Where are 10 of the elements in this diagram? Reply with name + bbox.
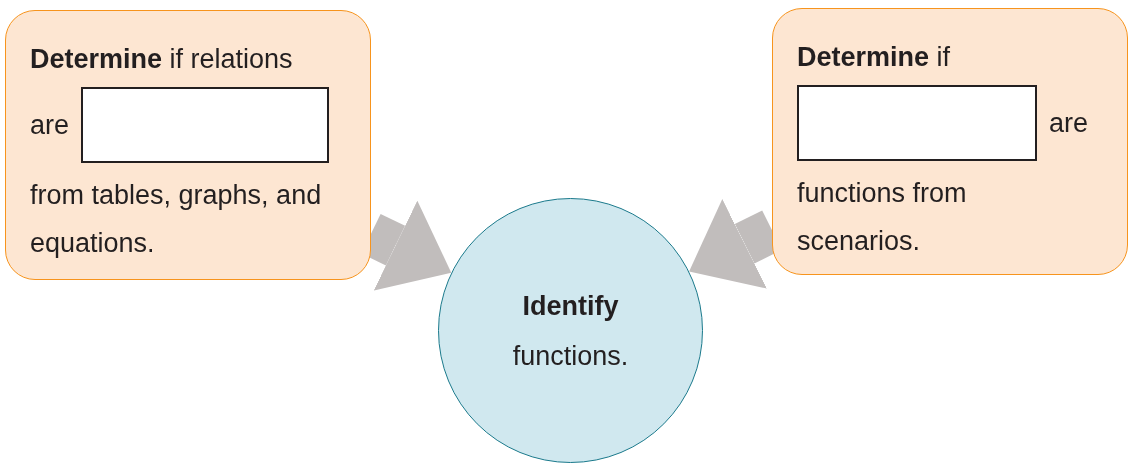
node-text: are [30,109,70,142]
step-card [5,10,371,280]
node-text: Determine if [797,41,952,74]
node-text: Identify [522,289,619,323]
node-text: are [1049,107,1089,140]
node-text: Determine if relations [30,43,294,76]
node-text: functions from scenarios. [797,177,968,258]
node-text: from tables, graphs, and equations. [30,179,323,260]
node-text: functions. [512,339,629,373]
step-card [772,8,1128,275]
